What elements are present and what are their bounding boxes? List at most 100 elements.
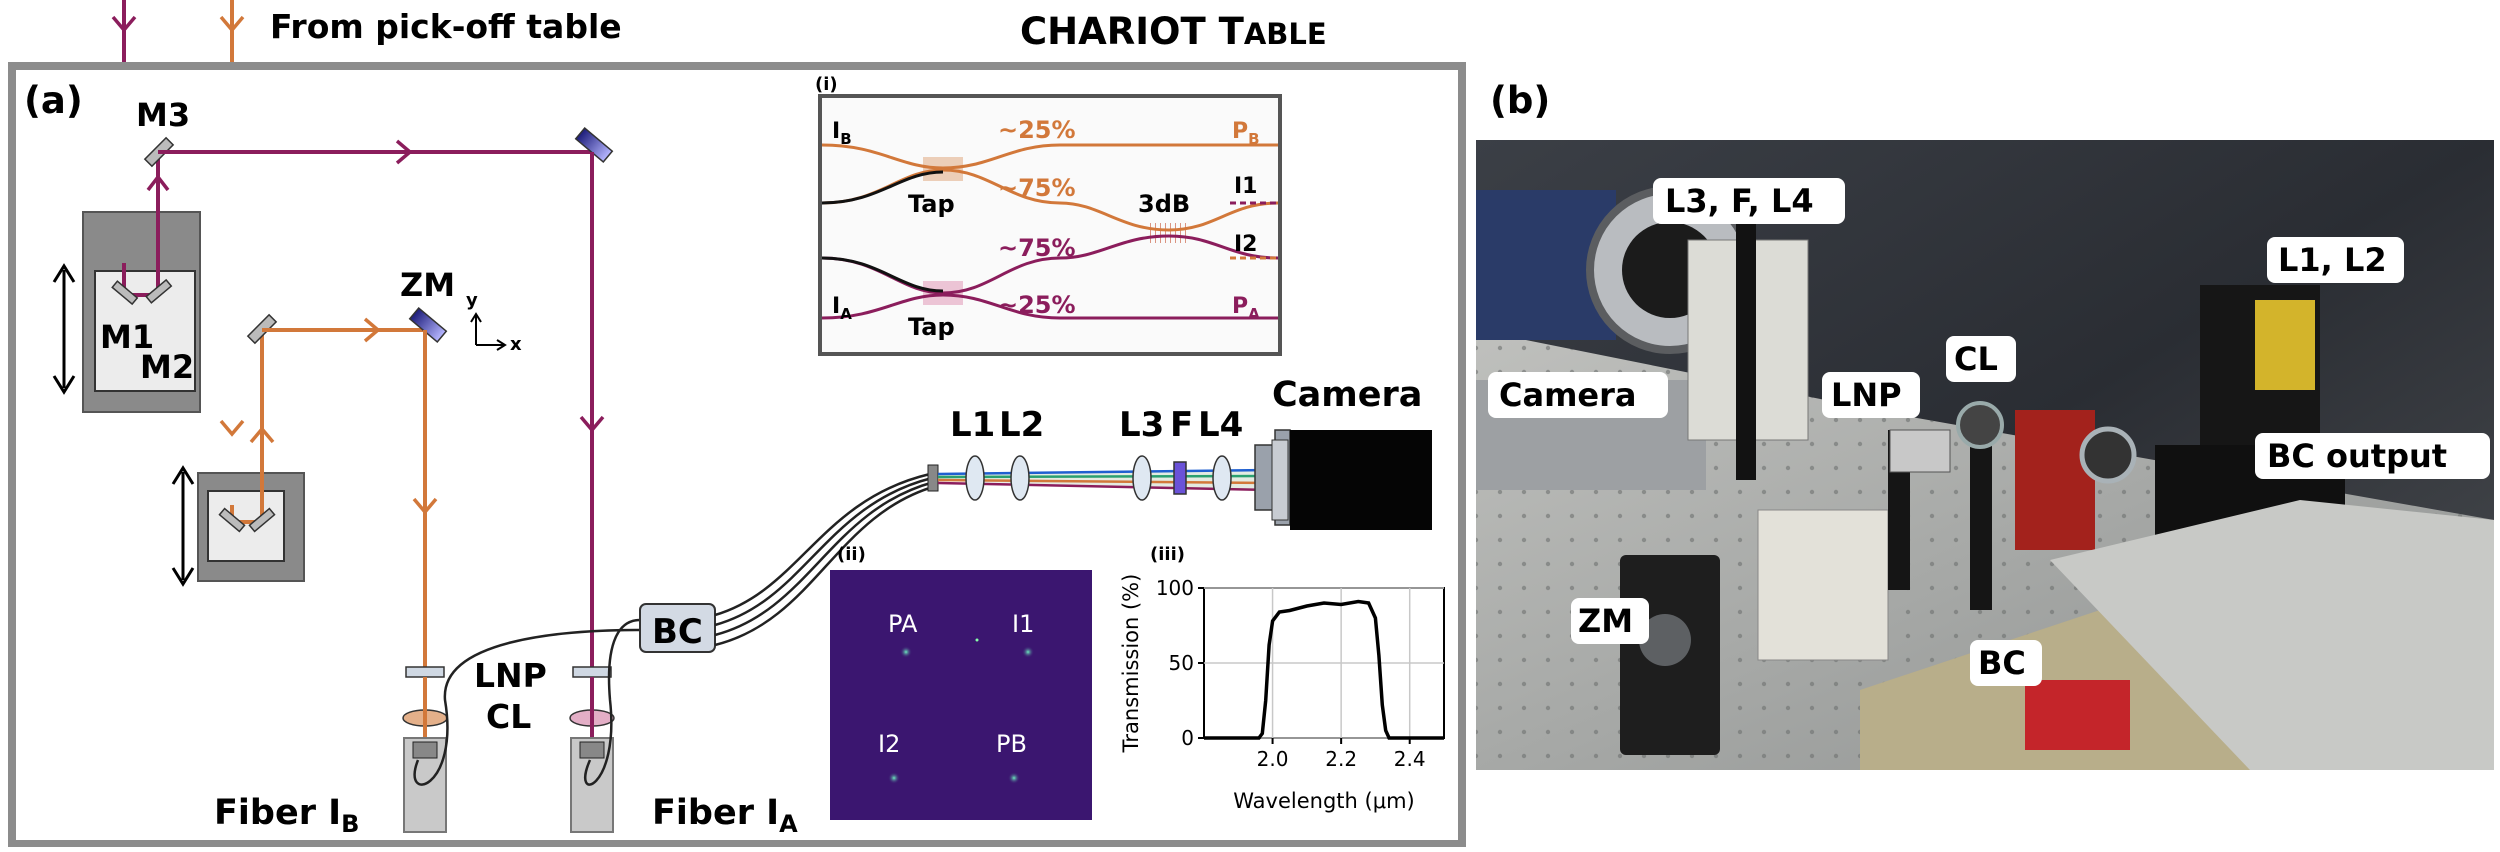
lnp-label: LNP [474, 656, 547, 695]
inset-ia: IA [832, 294, 852, 323]
zm-mount-knob [1639, 614, 1691, 666]
lens-mount-right [2079, 426, 2137, 484]
panel-b-label: (b) [1490, 79, 1550, 122]
tap-bottom-label: Tap [908, 313, 955, 341]
inset-ib-main: I [832, 119, 840, 144]
inset-pb-sub: B [1248, 130, 1259, 148]
camera-label: Camera [1272, 375, 1422, 415]
m3-label: M3 [136, 96, 190, 134]
callout-l1l2-bg [2267, 237, 2404, 283]
fiber-connector-b [412, 741, 438, 759]
output-fiber-3 [714, 480, 935, 637]
arrow-b-top [219, 15, 245, 33]
chart-ytick-label-2: 100 [1156, 576, 1194, 600]
arrow-a-right [395, 139, 413, 165]
delay-stage-1-arrows [52, 263, 76, 395]
pct-lower-mid: ~75% [998, 234, 1076, 262]
spot-label-i2: I2 [878, 730, 900, 758]
spot-label-pb: PB [996, 730, 1027, 758]
lnp-optic [1889, 429, 1951, 473]
fiber-a [584, 618, 641, 786]
i2-label: I2 [1234, 232, 1258, 257]
lens-l4 [1212, 455, 1232, 501]
spot-i1 [1022, 646, 1034, 658]
from-pickoff-label: From pick-off table [270, 7, 622, 46]
cl-label: CL [486, 697, 531, 736]
axis-arrows [470, 312, 507, 351]
arrow-b-down-2 [412, 497, 438, 515]
inset-pb-main: P [1232, 119, 1248, 144]
callout-cl-bg [1946, 336, 2016, 382]
lens-label-l3: L3 [1119, 405, 1164, 445]
pct-upper-mid: ~75% [998, 174, 1076, 202]
output-fiber-4 [714, 484, 937, 647]
chariot-title-big: CHARIOT T [1020, 10, 1245, 53]
callout-bcoutput: BC output [2267, 437, 2447, 475]
delay-stage-1-carriage [94, 270, 196, 392]
axis-y-label: y [466, 290, 478, 311]
path-tap-bottom-black [821, 256, 944, 293]
delay-stage-2-arrows [171, 465, 195, 587]
zm-label: ZM [400, 266, 455, 304]
m1-label: M1 [100, 318, 154, 356]
delay-stage-2-carriage [207, 490, 285, 562]
path-tap-top-black [821, 170, 944, 205]
fiber-b [413, 628, 641, 786]
spot-label-i1: I1 [1012, 610, 1034, 638]
coupler-label: 3dB [1138, 190, 1190, 218]
camera-body [1290, 430, 1432, 530]
arrow-a-up [146, 174, 170, 192]
callout-bc: BC [1978, 644, 2026, 682]
filter-f [1173, 461, 1187, 495]
callout-l1l2: L1, L2 [2278, 241, 2387, 279]
arrow-a-top [111, 15, 137, 33]
chart-xtick-label-1: 2.2 [1325, 747, 1357, 771]
pct-bottom: ~25% [998, 291, 1076, 319]
callout-zm-bg [1571, 598, 1649, 644]
spot-i2 [888, 772, 900, 784]
inset-pb: PB [1232, 119, 1260, 148]
output-fiber-connector [927, 464, 939, 492]
bc-red-device [2025, 680, 2130, 750]
stage2-mirror-right [248, 507, 276, 533]
spot-label-pa: PA [888, 610, 918, 638]
inset-ia-main: I [832, 294, 840, 319]
inset-i-label: (i) [815, 74, 838, 95]
m2-label: M2 [140, 348, 194, 386]
fiber-ia-main: Fiber I [652, 793, 779, 833]
stage2-mirror-left [218, 507, 246, 533]
callout-l3fl4: L3, F, L4 [1665, 182, 1814, 220]
inset-ib: IB [832, 119, 852, 148]
fiber-ia-label: Fiber IA [652, 793, 798, 838]
lens-l3 [1132, 455, 1152, 501]
fiber-ib-sub: B [341, 810, 359, 838]
inset-i: (i) IB IA PB PA ~25% ~75% ~75% ~25% Tap … [815, 74, 1282, 356]
lens-label-l2: L2 [999, 405, 1044, 445]
chart-ylabel: Transmission (%) [1119, 574, 1143, 754]
chariot-title-small: ABLE [1244, 17, 1327, 51]
l1l2-yellow-label [2255, 300, 2315, 390]
output-fiber-2 [714, 476, 933, 627]
spot-pa [900, 646, 912, 658]
spot-center [975, 638, 979, 642]
spot-pb [1008, 772, 1020, 784]
axis-x-label: x [510, 334, 522, 355]
i1-label: I1 [1234, 174, 1258, 199]
bc-box [639, 603, 716, 653]
callout-zm: ZM [1578, 602, 1633, 640]
pedestal [1757, 509, 1889, 661]
m1-mirror [111, 280, 139, 306]
arrow-b-down [219, 419, 245, 437]
inset-pa-main: P [1232, 294, 1248, 319]
inset-ii-label: (ii) [837, 544, 866, 565]
inset-iii-label: (iii) [1150, 544, 1185, 565]
arrow-b-right [363, 317, 381, 343]
path-ib [821, 143, 1278, 170]
chart-xtick-label-2: 2.4 [1394, 747, 1426, 771]
tap-top-label: Tap [908, 190, 955, 218]
arrow-b-up [249, 426, 275, 444]
